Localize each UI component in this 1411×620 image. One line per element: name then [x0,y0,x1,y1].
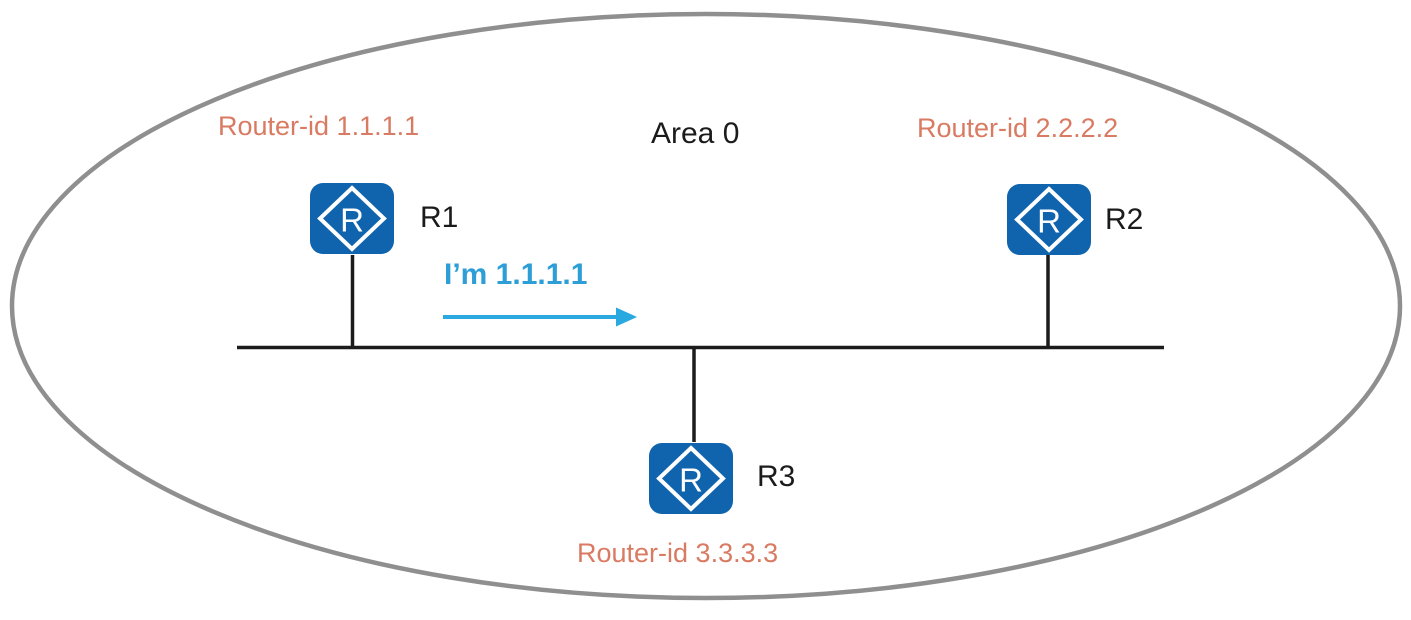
router-icon-letter: R [340,202,364,239]
router-icon: R [1007,184,1091,255]
router-id-label-r3: Router-id 3.3.3.3 [577,538,779,568]
router-node-r2: R [1005,182,1093,257]
area-label: Area 0 [651,117,740,150]
announcement-arrow-icon [443,307,637,327]
router-name-r1: R1 [420,201,459,234]
hello-message-label: I’m 1.1.1.1 [444,258,588,291]
router-id-label-r2: Router-id 2.2.2.2 [917,113,1119,143]
area-boundary-ellipse [9,11,1403,601]
router-node-r3: R [647,441,735,516]
router-icon-letter: R [1037,203,1061,240]
router-name-r2: R2 [1105,203,1144,236]
router-id-label-r1: Router-id 1.1.1.1 [218,111,420,141]
router-icon: R [310,183,394,254]
router-icon: R [649,443,733,514]
router-icon-letter: R [679,462,703,499]
router-name-r3: R3 [757,460,796,493]
router-node-r1: R [308,181,396,256]
